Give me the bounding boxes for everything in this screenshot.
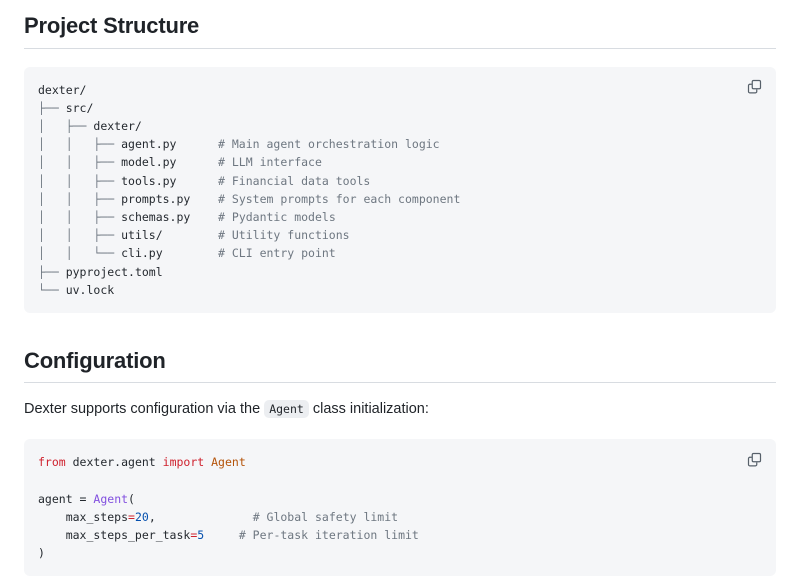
code-token-plain <box>204 528 239 542</box>
copy-icon[interactable] <box>742 447 766 471</box>
configuration-code-content: from dexter.agent import Agent agent = A… <box>38 453 760 562</box>
code-token-plain: dexter.agent <box>65 455 163 470</box>
tree-branch-glyph: │ │ ├── <box>38 137 122 152</box>
heading-configuration: Configuration <box>24 335 776 384</box>
tree-node-name: schemas.py <box>121 209 191 224</box>
tree-branch-glyph: │ │ ├── <box>38 155 122 170</box>
tree-node-comment: # System prompts for each component <box>218 191 461 206</box>
code-token-plain: = <box>79 491 87 506</box>
tree-node-comment: # LLM interface <box>218 155 322 170</box>
tree-branch-glyph: │ │ ├── <box>38 209 122 224</box>
code-token-plain: , <box>148 509 156 524</box>
code-token-plain: ( <box>128 491 135 506</box>
tree-branch-glyph: ├── <box>38 264 66 279</box>
code-token-op: = <box>190 528 198 542</box>
tree-node-name: tools.py <box>121 173 177 188</box>
tree-node-comment: # CLI entry point <box>218 246 336 261</box>
tree-node-name: model.py <box>121 155 177 170</box>
code-block-configuration: from dexter.agent import Agent agent = A… <box>24 439 776 576</box>
section-configuration: Configuration Dexter supports configurat… <box>24 335 776 576</box>
tree-node-name: utils/ <box>121 228 163 243</box>
tree-node-name: dexter/ <box>93 118 142 133</box>
project-tree-content: dexter/ ├── src/ │ ├── dexter/ │ │ ├── a… <box>38 81 760 299</box>
inline-code-agent: Agent <box>264 400 309 419</box>
code-token-plain: agent <box>38 491 80 506</box>
code-token-cmt: # Per-task iteration limit <box>238 528 419 542</box>
code-token-plain <box>156 510 253 524</box>
code-token-num: 20 <box>134 509 149 524</box>
code-token-kw: import <box>162 455 205 470</box>
tree-branch-glyph: │ ├── <box>38 118 94 133</box>
tree-branch-glyph: ├── <box>38 100 66 115</box>
code-block-project-structure: dexter/ ├── src/ │ ├── dexter/ │ │ ├── a… <box>24 66 776 313</box>
tree-branch-glyph: │ │ ├── <box>38 173 122 188</box>
tree-node-comment: # Utility functions <box>218 228 350 243</box>
description-text-after: class initialization: <box>312 401 429 418</box>
tree-node-name: cli.py <box>121 246 163 261</box>
code-token-fn: Agent <box>93 491 129 506</box>
code-token-plain: ) <box>38 546 45 561</box>
code-token-op: = <box>128 509 135 524</box>
tree-node-comment: # Main agent orchestration logic <box>218 137 440 152</box>
tree-node-name: dexter/ <box>38 82 87 97</box>
code-token-cls: Agent <box>211 455 246 470</box>
code-token-cmt: # Global safety limit <box>252 509 399 524</box>
tree-branch-glyph: │ │ └── <box>38 246 122 261</box>
description-text-before: Dexter supports configuration via the <box>24 401 261 418</box>
tree-node-name: agent.py <box>121 137 177 152</box>
tree-node-comment: # Financial data tools <box>218 173 371 188</box>
heading-project-structure: Project Structure <box>24 0 776 49</box>
tree-node-name: uv.lock <box>65 282 115 297</box>
code-token-plain: max_steps_per_task <box>38 528 191 542</box>
tree-node-name: pyproject.toml <box>65 264 163 279</box>
section-project-structure: Project Structure dexter/ ├── src/ │ ├──… <box>24 0 776 313</box>
tree-node-name: src/ <box>65 100 94 115</box>
copy-icon[interactable] <box>742 75 766 99</box>
tree-node-comment: # Pydantic models <box>218 209 336 224</box>
configuration-description: Dexter supports configuration via the Ag… <box>24 399 776 421</box>
code-token-kw: from <box>38 455 66 470</box>
tree-node-name: prompts.py <box>121 191 191 206</box>
tree-branch-glyph: │ │ ├── <box>38 228 122 243</box>
tree-branch-glyph: └── <box>38 282 66 297</box>
code-token-plain: max_steps <box>38 509 129 524</box>
code-token-num: 5 <box>197 528 205 542</box>
tree-branch-glyph: │ │ ├── <box>38 191 122 206</box>
